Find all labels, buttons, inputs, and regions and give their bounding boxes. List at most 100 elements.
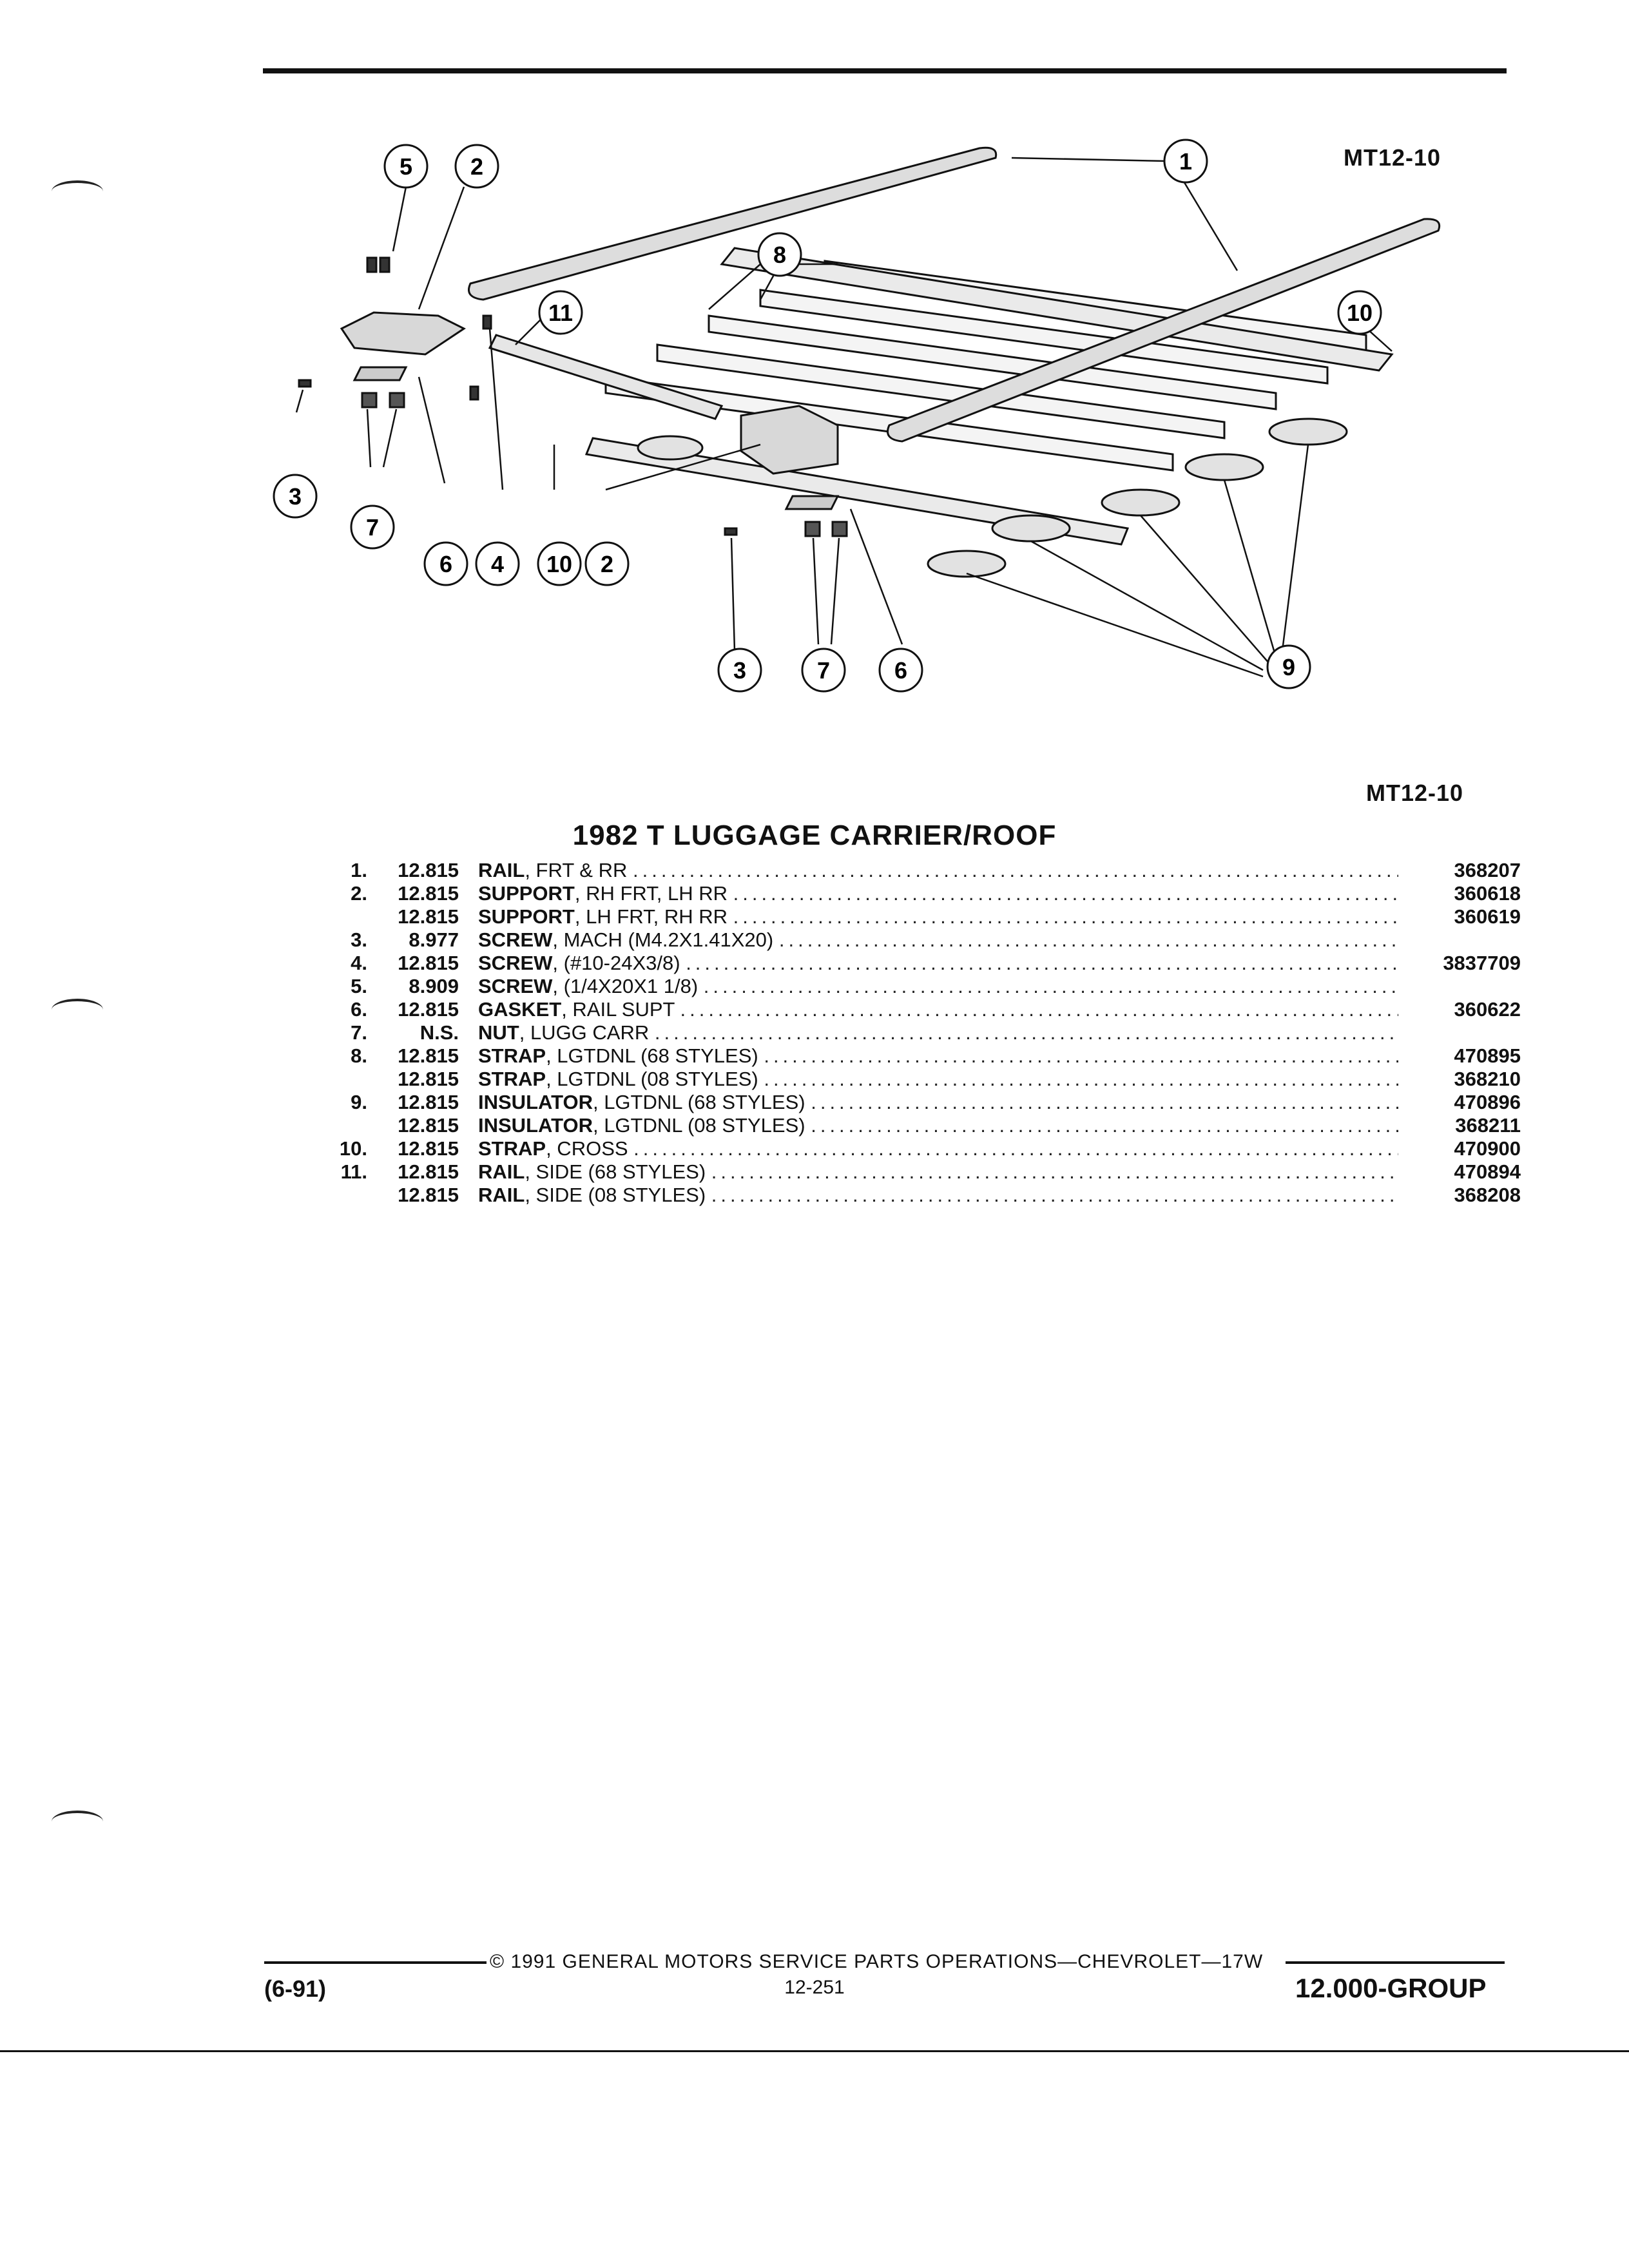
callout-10-right: 10 bbox=[1337, 290, 1382, 335]
binder-mark bbox=[52, 180, 103, 202]
part-name: STRAP bbox=[478, 1068, 546, 1090]
part-name: SCREW bbox=[478, 952, 553, 974]
exploded-diagram: 5 2 1 8 11 10 3 7 6 4 10 2 3 7 6 9 bbox=[273, 139, 1441, 693]
svg-text:4: 4 bbox=[491, 551, 504, 577]
part-name: STRAP bbox=[478, 1044, 546, 1067]
part-number: 3837709 bbox=[1443, 952, 1521, 974]
part-number: 360618 bbox=[1454, 882, 1521, 905]
part-name: STRAP bbox=[478, 1137, 546, 1160]
part-spec: , LGTDNL (68 STYLES) bbox=[592, 1091, 805, 1113]
part-number: 368207 bbox=[1454, 859, 1521, 881]
part-description: GASKET, RAIL SUPT ......................… bbox=[478, 998, 1398, 1021]
part-spec: , LGTDNL (08 STYLES) bbox=[546, 1068, 758, 1090]
part-group-number: 12.815 bbox=[398, 1068, 459, 1090]
part-group-number: 12.815 bbox=[398, 859, 459, 881]
svg-text:7: 7 bbox=[817, 657, 830, 684]
leader-dots: ........................................… bbox=[764, 1044, 1398, 1067]
rail-front bbox=[887, 218, 1441, 443]
binder-mark bbox=[52, 999, 103, 1021]
part-group-number: 12.815 bbox=[398, 952, 459, 974]
part-name: RAIL bbox=[478, 1160, 525, 1183]
part-item-number: 4. bbox=[351, 952, 367, 974]
part-number: 470896 bbox=[1454, 1091, 1521, 1113]
svg-text:3: 3 bbox=[289, 483, 302, 510]
part-number: 368210 bbox=[1454, 1068, 1521, 1090]
part-description: INSULATOR, LGTDNL (68 STYLES) ..........… bbox=[478, 1091, 1398, 1114]
part-number: 470895 bbox=[1454, 1044, 1521, 1067]
part-group-number: 12.815 bbox=[398, 1160, 459, 1183]
svg-text:3: 3 bbox=[733, 657, 746, 684]
part-group-number: 8.977 bbox=[409, 928, 459, 951]
callout-6-left: 6 bbox=[423, 541, 468, 586]
gasket-right bbox=[784, 495, 840, 510]
part-row: 1. 12.815 RAIL, FRT & RR .................… bbox=[309, 859, 1521, 882]
leader-dots: ........................................… bbox=[686, 952, 1398, 974]
part-item-number: 6. bbox=[351, 998, 367, 1021]
bottom-rule bbox=[0, 2050, 1629, 2052]
part-group-number: 12.815 bbox=[398, 882, 459, 905]
part-description: RAIL, FRT & RR .........................… bbox=[478, 859, 1398, 882]
part-name: INSULATOR bbox=[478, 1091, 593, 1113]
part-number: 360619 bbox=[1454, 905, 1521, 928]
part-group-number: 12.815 bbox=[398, 998, 459, 1021]
part-item-number: 1. bbox=[351, 859, 367, 881]
callout-6-right: 6 bbox=[878, 648, 923, 693]
svg-text:8: 8 bbox=[773, 242, 786, 268]
part-number: 368211 bbox=[1455, 1114, 1521, 1137]
part-description: NUT, LUGG CARR .........................… bbox=[478, 1021, 1398, 1044]
svg-text:10: 10 bbox=[1347, 300, 1373, 326]
support-left bbox=[340, 311, 466, 356]
diagram-drawing bbox=[295, 146, 1441, 678]
svg-text:6: 6 bbox=[894, 657, 907, 684]
callout-4: 4 bbox=[475, 541, 520, 586]
screws bbox=[298, 256, 738, 536]
svg-text:11: 11 bbox=[548, 300, 573, 326]
svg-text:2: 2 bbox=[470, 153, 483, 180]
footer-date: (6-91) bbox=[264, 1975, 327, 2002]
part-row: 4. 12.815 SCREW, (#10-24X3/8) ............… bbox=[309, 952, 1521, 975]
callout-1: 1 bbox=[1163, 139, 1208, 184]
callout-8: 8 bbox=[757, 232, 802, 277]
insulators bbox=[637, 418, 1348, 578]
gasket-left bbox=[352, 366, 408, 381]
part-spec: , CROSS bbox=[546, 1137, 628, 1160]
svg-text:2: 2 bbox=[601, 551, 613, 577]
callout-7-left: 7 bbox=[350, 505, 395, 550]
callout-2-top: 2 bbox=[454, 144, 499, 189]
part-item-number: 8. bbox=[351, 1044, 367, 1067]
leader-dots: ........................................… bbox=[733, 905, 1398, 928]
leader-dots: ........................................… bbox=[680, 998, 1398, 1021]
part-description: STRAP, LGTDNL (68 STYLES) ..............… bbox=[478, 1044, 1398, 1068]
part-name: RAIL bbox=[478, 1184, 525, 1206]
rail-rear bbox=[468, 146, 998, 301]
part-name: SUPPORT bbox=[478, 882, 575, 905]
callout-11: 11 bbox=[538, 290, 583, 335]
part-description: RAIL, SIDE (68 STYLES) .................… bbox=[478, 1160, 1398, 1184]
part-item-number: 9. bbox=[351, 1091, 367, 1113]
side-rail bbox=[488, 334, 724, 420]
part-name: INSULATOR bbox=[478, 1114, 593, 1137]
part-spec: , (#10-24X3/8) bbox=[552, 952, 680, 974]
leader-dots: ........................................… bbox=[733, 882, 1398, 905]
figure-code-caption: MT12-10 bbox=[1366, 780, 1464, 806]
part-item-number: 2. bbox=[351, 882, 367, 905]
nuts bbox=[361, 392, 848, 537]
top-rule bbox=[263, 68, 1507, 73]
part-name: RAIL bbox=[478, 859, 525, 881]
leader-dots: ........................................… bbox=[703, 975, 1398, 997]
part-item-number: 3. bbox=[351, 928, 367, 951]
part-row: 6. 12.815 GASKET, RAIL SUPT ..............… bbox=[309, 998, 1521, 1021]
leader-dots: ........................................… bbox=[633, 1137, 1398, 1160]
part-number: 368208 bbox=[1454, 1184, 1521, 1206]
part-spec: , FRT & RR bbox=[525, 859, 628, 881]
part-spec: , (1/4X20X1 1/8) bbox=[552, 975, 699, 997]
part-name: NUT bbox=[478, 1021, 519, 1044]
part-spec: , RH FRT, LH RR bbox=[574, 882, 728, 905]
svg-text:10: 10 bbox=[546, 551, 572, 577]
leader-lines bbox=[295, 157, 1393, 678]
